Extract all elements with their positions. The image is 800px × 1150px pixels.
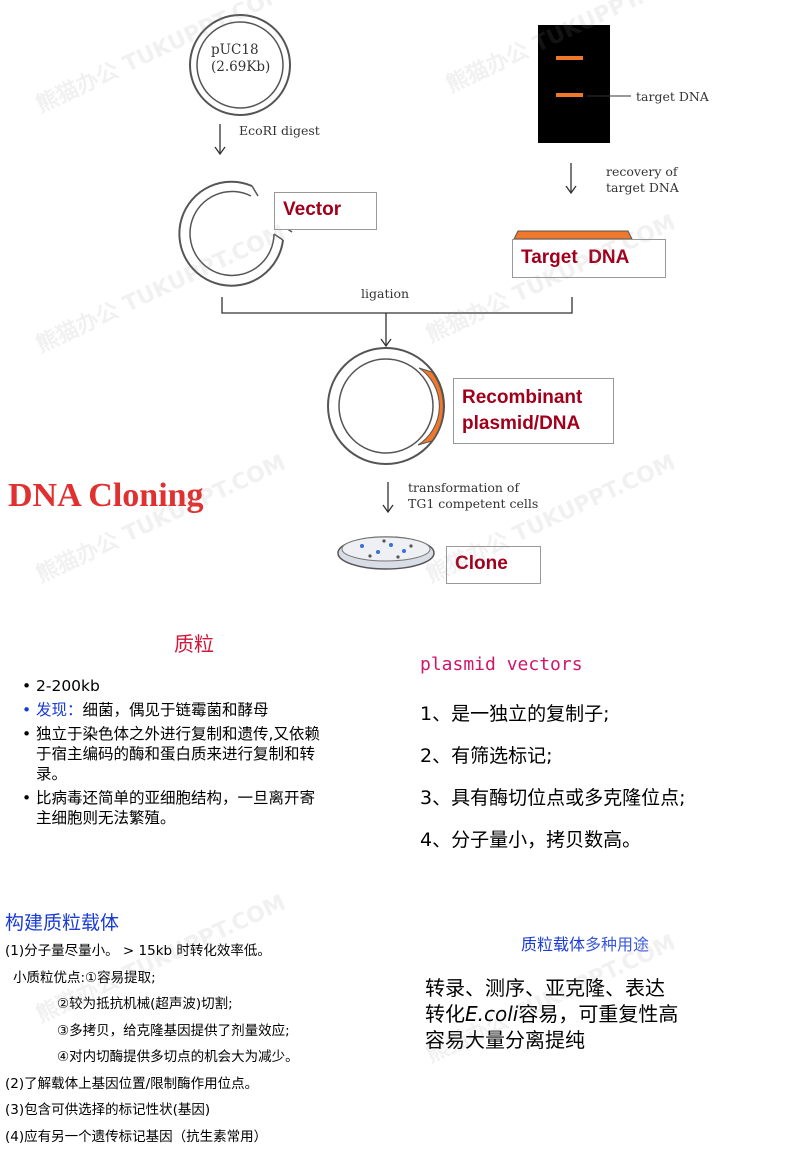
step-transform-line1: transformation of — [408, 480, 538, 496]
uses-line-3: 容易大量分离提纯 — [425, 1027, 678, 1053]
construct-line-3: ②较为抵抗机械(超声波)切割; — [5, 991, 299, 1018]
uses-line-2: 转化E.coli容易，可重复性高 — [425, 1001, 678, 1027]
target-dna-label-box: Target DNA — [512, 239, 666, 278]
uses-heading-blue: 质粒载体 — [521, 935, 585, 954]
plasmid-bullet-size: 2-200kb — [22, 676, 382, 696]
arrow-recovery — [566, 163, 576, 193]
construct-heading: 构建质粒载体 — [5, 908, 119, 935]
clone-label: Clone — [455, 553, 508, 575]
uses-heading: 质粒载体多种用途 — [521, 931, 649, 955]
plasmid-bullet-list: 2-200kb 发现：细菌，偶见于链霉菌和酵母 独立于染色体之外进行复制和遗传,… — [22, 676, 382, 832]
vector-label: Vector — [283, 199, 341, 221]
step-digest-label: EcoRI digest — [239, 123, 320, 138]
recombinant-label-box: Recombinant plasmid/DNA — [453, 378, 614, 444]
plasmid-bullet-structure: 比病毒还简单的亚细胞结构，一旦离开寄 主细胞则无法繁殖。 — [22, 788, 382, 828]
gel-target-annotation: target DNA — [636, 89, 709, 104]
recombinant-plasmid-ring — [328, 348, 444, 464]
vectors-list: 1、是一独立的复制子; 2、有筛选标记; 3、具有酶切位点或多克隆位点; 4、分… — [420, 693, 686, 861]
construct-line-8: (4)应有另一个遗传标记基因（抗生素常用） — [5, 1124, 299, 1150]
vectors-heading: plasmid vectors — [420, 654, 583, 675]
petri-dish — [338, 537, 434, 569]
target-dna-fragment — [514, 231, 632, 239]
step-transform-line2: TG1 competent cells — [408, 496, 538, 512]
construct-line-6: (2)了解载体上基因位置/限制酶作用位点。 — [5, 1071, 299, 1098]
ligation-bracket — [222, 297, 572, 346]
arrow-transformation — [383, 482, 393, 512]
plasmid-heading: 质粒 — [174, 628, 214, 657]
plasmid-name: pUC18 — [211, 42, 270, 59]
step-recovery-line1: recovery of — [606, 164, 679, 180]
uses-line-1: 转录、测序、亚克隆、表达 — [425, 975, 678, 1001]
diagram-title: DNA Cloning — [8, 477, 204, 515]
step-recovery-line2: target DNA — [606, 180, 679, 196]
construct-line-5: ④对内切酶提供多切点的机会大为减少。 — [5, 1044, 299, 1071]
plasmid-size: (2.69Kb) — [211, 59, 270, 76]
plasmid-bullet-discovery: 发现：细菌，偶见于链霉菌和酵母 — [22, 700, 382, 720]
construct-line-4: ③多拷贝，给克隆基因提供了剂量效应; — [5, 1018, 299, 1045]
construct-lines: (1)分子量尽量小。 > 15kb 时转化效率低。 小质粒优点:①容易提取; ②… — [5, 938, 299, 1150]
uses-text: 转录、测序、亚克隆、表达 转化E.coli容易，可重复性高 容易大量分离提纯 — [425, 975, 678, 1053]
clone-label-box: Clone — [446, 546, 541, 584]
vectors-item-3: 3、具有酶切位点或多克隆位点; — [420, 777, 686, 819]
target-dna-label: Target DNA — [521, 247, 629, 269]
construct-line-2: 小质粒优点:①容易提取; — [5, 965, 299, 992]
uses-heading-rest: 多种用途 — [585, 935, 649, 954]
construct-line-7: (3)包含可供选择的标记性状(基因) — [5, 1097, 299, 1124]
recombinant-label-line2: plasmid/DNA — [462, 411, 582, 437]
step-ligation-label: ligation — [361, 286, 409, 301]
construct-line-1: (1)分子量尽量小。 > 15kb 时转化效率低。 — [5, 938, 299, 965]
gel-image — [538, 25, 631, 143]
vectors-item-1: 1、是一独立的复制子; — [420, 693, 686, 735]
vectors-item-2: 2、有筛选标记; — [420, 735, 686, 777]
plasmid-bullet-independent: 独立于染色体之外进行复制和遗传,又依赖 于宿主编码的酶和蛋白质来进行复制和转 录… — [22, 724, 382, 784]
arrow-digest — [215, 124, 225, 154]
vectors-item-4: 4、分子量小，拷贝数高。 — [420, 819, 686, 861]
recombinant-label-line1: Recombinant — [462, 385, 582, 411]
vector-label-box: Vector — [274, 192, 377, 230]
